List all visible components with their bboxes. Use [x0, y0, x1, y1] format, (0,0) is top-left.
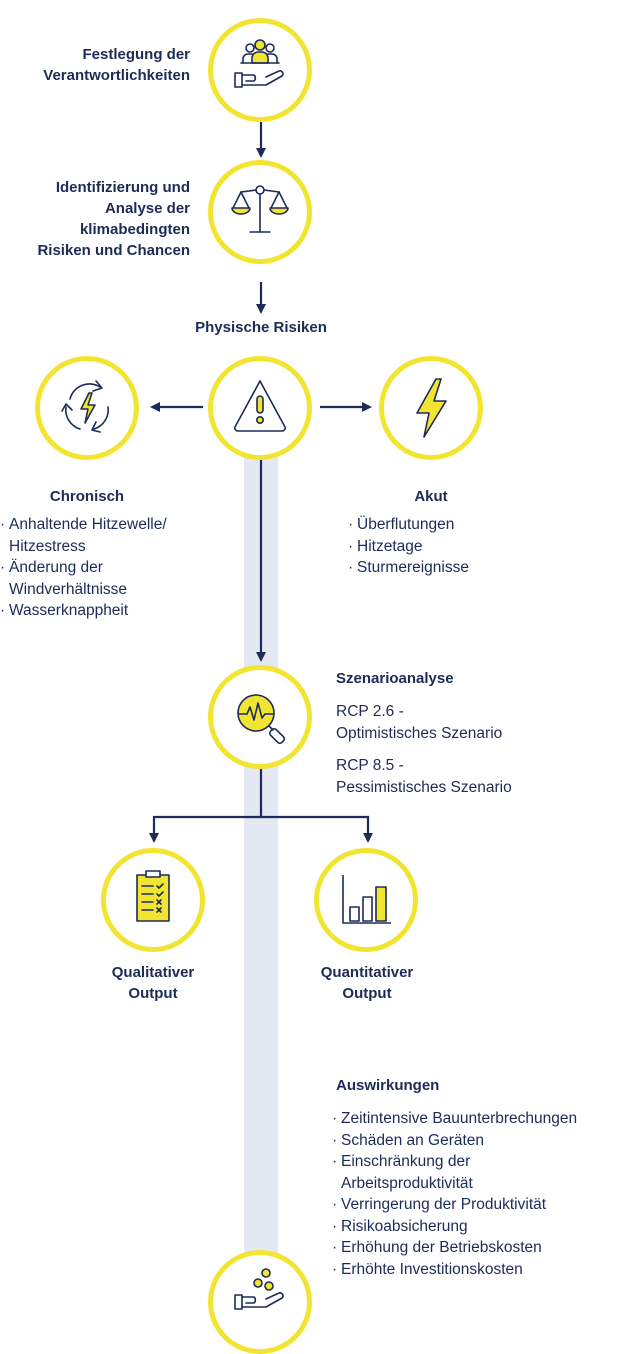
- responsibilities-label: Festlegung der Verantwortlichkeiten: [43, 46, 190, 84]
- warning-triangle-icon: [234, 380, 286, 432]
- list-item: Verringerung der Produktivität: [332, 1194, 624, 1216]
- list-item: Zeitintensive Bauunterbrechungen: [332, 1108, 624, 1130]
- list-item-continuation: Arbeitsproduktivität: [341, 1174, 473, 1192]
- qualitative-label: Qualitativer Output: [111, 964, 195, 1002]
- impacts-title: Auswirkungen: [336, 1077, 440, 1094]
- analysis-circle: [208, 160, 312, 264]
- responsibilities-circle: [208, 18, 312, 122]
- split-line: [152, 765, 263, 840]
- analysis-label: Identifizierung und Analyse der klimabed…: [37, 179, 190, 259]
- bar-chart-icon: [342, 875, 391, 924]
- scales-icon: [231, 185, 289, 233]
- list-item: Überflutungen: [348, 514, 528, 536]
- list-item: Erhöhung der Betriebskosten: [332, 1237, 624, 1259]
- list-item: Hitzetage: [348, 536, 528, 558]
- list-item-continuation: Windverhältnisse: [9, 580, 128, 598]
- list-item-continuation: Hitzestress: [9, 537, 86, 555]
- team-hand-icon: [234, 39, 284, 88]
- lightning-icon: [416, 378, 447, 438]
- physical-risks-circle: [208, 356, 312, 460]
- chronic-circle: [35, 356, 139, 460]
- list-item: Einschränkung der: [332, 1151, 624, 1173]
- impacts-circle: [208, 1250, 312, 1354]
- clipboard-checklist-icon: [136, 870, 170, 922]
- list-item: Anhaltende Hitzewelle/: [0, 514, 220, 536]
- list-item: Schäden an Geräten: [332, 1130, 624, 1152]
- scenario-title: Szenarioanalyse: [336, 670, 454, 687]
- magnifier-pulse-icon: [237, 694, 286, 745]
- list-item: Wasserknappheit: [0, 600, 220, 622]
- acute-list: Überflutungen Hitzetage Sturmereignisse: [348, 514, 528, 579]
- scenario-rcp85: RCP 8.5 - Pessimistisches Szenario: [336, 757, 512, 796]
- list-item: Änderung der: [0, 557, 220, 579]
- list-item: Risikoabsicherung: [332, 1216, 624, 1238]
- recycle-lightning-icon: [61, 380, 109, 433]
- quantitative-label: Quantitativer Output: [320, 964, 414, 1002]
- chronic-list: Anhaltende Hitzewelle/ Hitzestress Änder…: [0, 514, 220, 622]
- coins-hand-icon: [234, 1268, 284, 1310]
- scenario-rcp26: RCP 2.6 - Optimistisches Szenario: [336, 703, 503, 742]
- impacts-list: Zeitintensive Bauunterbrechungen Schäden…: [332, 1108, 624, 1280]
- qualitative-circle: [101, 848, 205, 952]
- physical-risks-label: Physische Risiken: [195, 319, 327, 336]
- scenario-circle: [208, 665, 312, 769]
- acute-circle: [379, 356, 483, 460]
- list-item: Sturmereignisse: [348, 557, 528, 579]
- quantitative-circle: [314, 848, 418, 952]
- chronic-title: Chronisch: [49, 488, 125, 505]
- list-item: Erhöhte Investitionskosten: [332, 1259, 624, 1281]
- acute-title: Akut: [414, 488, 448, 505]
